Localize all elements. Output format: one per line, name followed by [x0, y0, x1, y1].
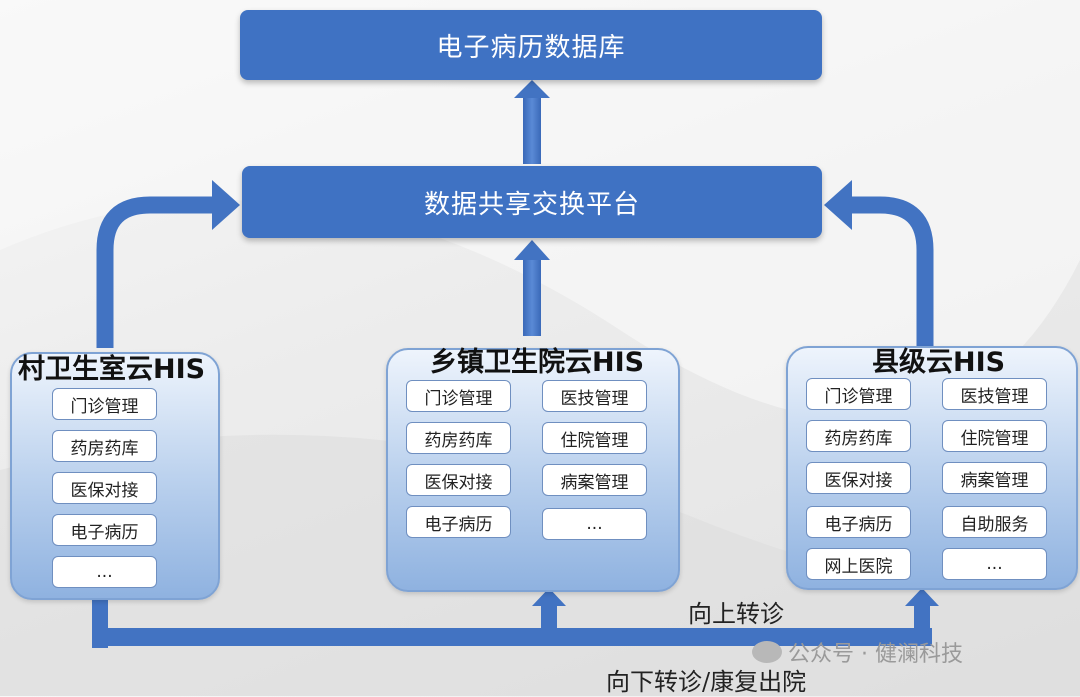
county-item: ...: [942, 548, 1047, 580]
county-item: 病案管理: [942, 462, 1047, 494]
county-title: 县级云HIS: [872, 347, 1006, 378]
wechat-icon: [752, 641, 782, 663]
township-item: 住院管理: [542, 422, 647, 454]
village-title: 村卫生室云HIS: [18, 354, 206, 385]
township-item: 医技管理: [542, 380, 647, 412]
county-item: 网上医院: [806, 548, 911, 580]
township-item: 医保对接: [406, 464, 511, 496]
arrow-township-to-platform: [514, 240, 550, 336]
county-item: 药房药库: [806, 420, 911, 452]
arrow-county-to-platform: [824, 180, 934, 348]
watermark-text: 公众号 · 健澜科技: [788, 642, 963, 667]
township-item: ...: [542, 508, 647, 540]
county-item: 住院管理: [942, 420, 1047, 452]
arrow-village-to-platform: [96, 180, 240, 348]
township-title: 乡镇卫生院云HIS: [430, 347, 645, 378]
database-banner: 电子病历数据库: [240, 10, 822, 80]
platform-banner: 数据共享交换平台: [242, 166, 822, 238]
township-item: 药房药库: [406, 422, 511, 454]
county-item: 医技管理: [942, 378, 1047, 410]
referral-down-label: 向下转诊/康复出院: [606, 668, 807, 696]
village-item: ...: [52, 556, 157, 588]
township-item: 门诊管理: [406, 380, 511, 412]
township-item: 电子病历: [406, 506, 511, 538]
referral-line: [92, 588, 939, 648]
arrow-platform-to-database: [514, 80, 550, 164]
village-item: 药房药库: [52, 430, 157, 462]
referral-up-label: 向上转诊: [688, 600, 784, 628]
county-item: 门诊管理: [806, 378, 911, 410]
village-item: 门诊管理: [52, 388, 157, 420]
database-label: 电子病历数据库: [436, 32, 626, 63]
village-item: 医保对接: [52, 472, 157, 504]
village-item: 电子病历: [52, 514, 157, 546]
watermark: 公众号 · 健澜科技: [752, 636, 963, 668]
platform-label: 数据共享交换平台: [423, 189, 640, 220]
county-item: 医保对接: [806, 462, 911, 494]
township-item: 病案管理: [542, 464, 647, 496]
county-item: 自助服务: [942, 506, 1047, 538]
county-item: 电子病历: [806, 506, 911, 538]
